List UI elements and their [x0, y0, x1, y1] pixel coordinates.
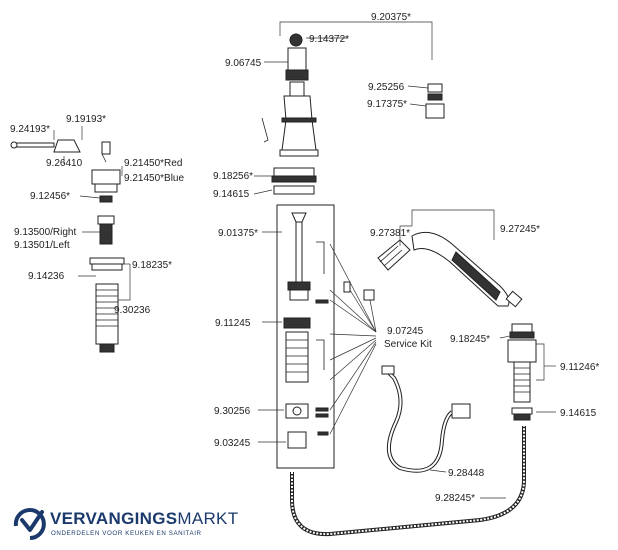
label-9-12456: 9.12456*: [30, 191, 70, 202]
brand-name: VERVANGINGSMARKT: [50, 509, 238, 528]
label-9-13500: 9.13500/Right: [14, 227, 76, 238]
brand-name-bold: VERVANGINGS: [50, 509, 177, 528]
service-kit-pieces: [343, 281, 375, 301]
label-9-07245: 9.07245: [387, 326, 424, 337]
part-labels: 9.20375* 9.14372* 9.06745 9.25256 9.1737…: [10, 12, 599, 504]
label-9-26410: 9.26410: [46, 158, 83, 169]
label-9-01375: 9.01375*: [218, 228, 258, 239]
label-9-18245: 9.18245*: [450, 334, 490, 345]
label-9-11245: 9.11245: [215, 318, 251, 329]
label-9-11246: 9.11246*: [560, 362, 599, 373]
label-9-03245: 9.03245: [214, 438, 251, 449]
label-9-21450-red: 9.21450*Red: [124, 158, 182, 169]
label-9-28245: 9.28245*: [435, 493, 475, 504]
label-9-28448: 9.28448: [448, 468, 485, 479]
label-9-13501: 9.13501/Left: [14, 240, 70, 251]
logo-mark-icon: [13, 508, 46, 540]
label-9-30236: 9.30236: [114, 305, 151, 316]
valve-body-assembly: [271, 167, 335, 469]
label-9-21450-blue: 9.21450*Blue: [124, 173, 184, 184]
label-9-14372: 9.14372*: [309, 34, 349, 45]
label-9-14615-bottom: 9.14615: [560, 408, 597, 419]
hoses: [290, 365, 526, 537]
label-9-27381: 9.27381*: [370, 228, 410, 239]
label-9-18256: 9.18256*: [213, 171, 253, 182]
label-9-17375: 9.17375*: [367, 99, 407, 110]
leader-lines: [53, 21, 556, 499]
brand-name-light: MARKT: [177, 509, 238, 528]
label-9-14236: 9.14236: [28, 271, 65, 282]
label-9-06745: 9.06745: [225, 58, 262, 69]
label-9-20375: 9.20375*: [371, 12, 411, 23]
label-9-18235: 9.18235*: [132, 260, 172, 271]
label-9-30256: 9.30256: [214, 406, 251, 417]
handle-assembly: [10, 139, 125, 353]
label-9-24193: 9.24193*: [10, 124, 50, 135]
hand-spray-assembly: [377, 231, 537, 421]
brand-tagline: ONDERDELEN VOOR KEUKEN EN SANITAIR: [51, 530, 202, 537]
label-9-19193: 9.19193*: [66, 114, 106, 125]
label-9-25256: 9.25256: [368, 82, 405, 93]
spout-assembly: [261, 29, 445, 157]
label-service-kit: Service Kit: [384, 339, 432, 350]
label-9-27245: 9.27245*: [500, 224, 540, 235]
label-9-14615-top: 9.14615: [213, 189, 250, 200]
brand-logo: VERVANGINGSMARKT ONDERDELEN VOOR KEUKEN …: [13, 508, 238, 540]
